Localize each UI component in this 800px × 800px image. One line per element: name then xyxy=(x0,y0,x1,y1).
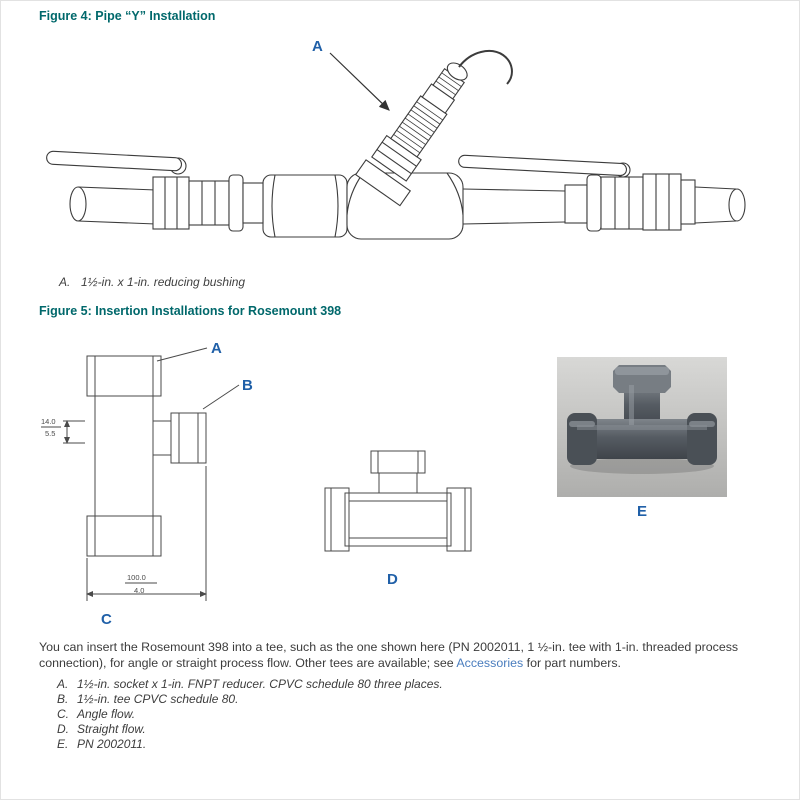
figure5-photo-e xyxy=(557,357,727,497)
list-item-letter: E. xyxy=(57,737,69,751)
figure5-label-a: A xyxy=(211,340,222,357)
figure4-caption-text: 1½-in. x 1-in. reducing bushing xyxy=(81,275,246,289)
sensor-cable xyxy=(458,50,513,85)
union-coupling xyxy=(262,174,348,238)
callout-list: A. 1½-in. socket x 1-in. FNPT reducer. C… xyxy=(57,677,443,752)
figure5-label-e: E xyxy=(637,503,648,520)
figure5-drawing-d xyxy=(324,450,472,552)
list-item-letter: D. xyxy=(57,722,69,736)
sensor-probe xyxy=(371,62,468,182)
paragraph-text-1: You can insert the Rosemount 398 into a … xyxy=(39,640,739,671)
photo-shadow xyxy=(570,458,714,474)
list-item: C. Angle flow. xyxy=(57,707,443,722)
figure5-label-d: D xyxy=(387,571,398,588)
callout-a-arrow xyxy=(329,52,390,111)
list-item-text: PN 2002011. xyxy=(77,737,147,751)
dim-horizontal-top: 100.0 xyxy=(127,573,146,582)
figure5-title: Figure 5: Insertion Installations for Ro… xyxy=(39,304,342,318)
list-item-text: 1½-in. socket x 1-in. FNPT reducer. CPVC… xyxy=(77,677,443,691)
right-pipe xyxy=(694,186,746,224)
left-pipe xyxy=(69,186,157,225)
list-item-text: Straight flow. xyxy=(77,722,146,736)
cpvc-tee-fitting xyxy=(567,365,717,465)
paragraph-text-2: for part numbers. xyxy=(523,656,621,671)
list-item: E. PN 2002011. xyxy=(57,737,443,752)
list-item-text: Angle flow. xyxy=(77,707,136,721)
figure5-drawing-c: 14.0 5.5 100.0 4.0 A B xyxy=(41,340,253,601)
body-paragraph: You can insert the Rosemount 398 into a … xyxy=(39,639,787,672)
dim-horizontal-bottom: 4.0 xyxy=(134,586,144,595)
figure4-title: Figure 4: Pipe “Y” Installation xyxy=(39,9,216,23)
y-body xyxy=(346,159,464,240)
list-item: A. 1½-in. socket x 1-in. FNPT reducer. C… xyxy=(57,677,443,692)
list-item: B. 1½-in. tee CPVC schedule 80. xyxy=(57,692,443,707)
figure5-label-b: B xyxy=(242,377,253,394)
figure4-caption: A. 1½-in. x 1-in. reducing bushing xyxy=(59,275,245,289)
list-item-text: 1½-in. tee CPVC schedule 80. xyxy=(77,692,239,706)
left-valve xyxy=(46,150,264,232)
dim-vertical-bottom: 5.5 xyxy=(45,429,55,438)
list-item-letter: C. xyxy=(57,707,69,721)
list-item-letter: A. xyxy=(57,677,69,691)
accessories-link[interactable]: Accessories xyxy=(456,656,524,671)
list-item: D. Straight flow. xyxy=(57,722,443,737)
figure4-caption-letter: A. xyxy=(59,275,71,289)
dim-vertical-top: 14.0 xyxy=(41,417,56,426)
figure5-label-c: C xyxy=(101,611,112,628)
right-valve xyxy=(458,154,696,232)
mid-pipe xyxy=(462,188,566,225)
list-item-letter: B. xyxy=(57,692,69,706)
tee-outline-c xyxy=(41,347,240,601)
pipe-assembly xyxy=(46,50,746,240)
tee-outline-d xyxy=(324,450,472,552)
figure4-callout-a-label: A xyxy=(312,38,323,55)
figure4-drawing: A xyxy=(46,38,746,240)
